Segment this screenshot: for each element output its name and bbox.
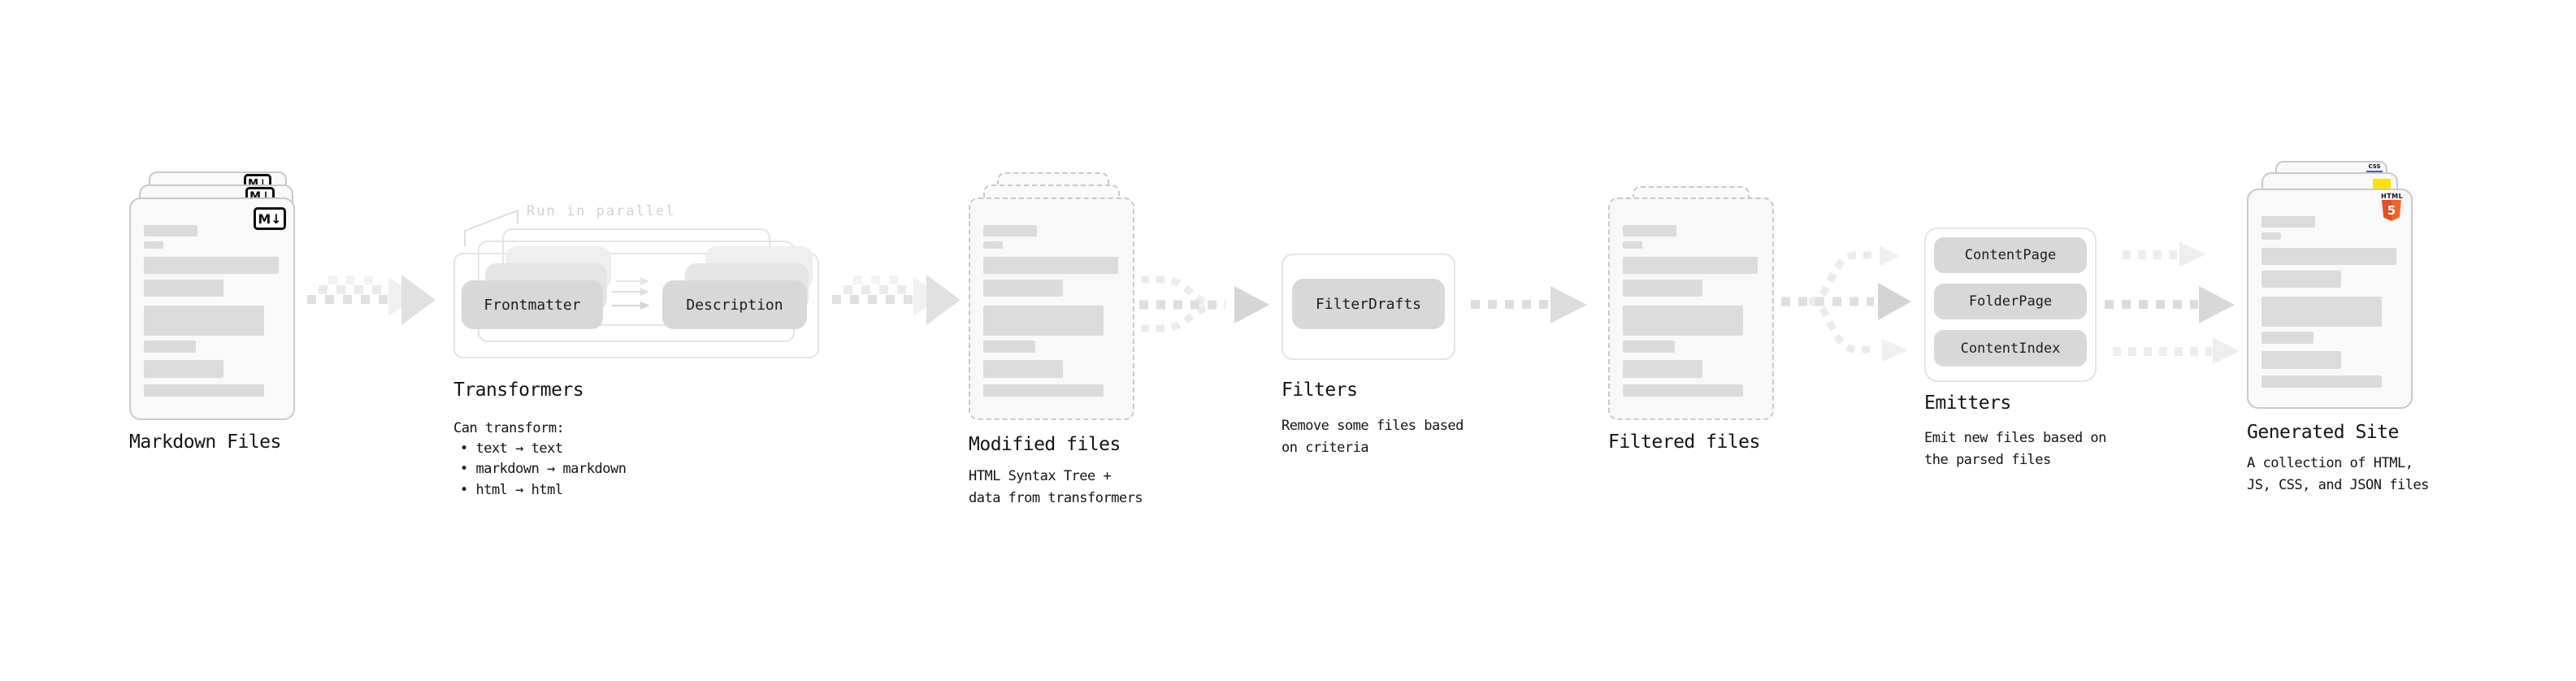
text-placeholder-bar [1623, 384, 1743, 397]
emitter-contentpage-pill: ContentPage [1934, 237, 2087, 273]
arrow-dash-row [2105, 300, 2198, 309]
html5-icon-label: HTML [2381, 193, 2404, 200]
text-placeholder-bar [1623, 225, 1676, 236]
text-placeholder-bar [2262, 332, 2314, 344]
arrow-dash-row [2113, 347, 2212, 356]
arrow-contentindex-to-site [2113, 338, 2241, 364]
arrow-dash-row [2123, 250, 2179, 259]
modified-files-heading: Modified files [969, 434, 1121, 455]
text-placeholder-bar [2262, 271, 2341, 288]
text-placeholder-bar [2262, 232, 2281, 240]
arrow-dash-row [328, 275, 380, 284]
text-placeholder-bar [144, 280, 223, 297]
filters-container [1281, 254, 1455, 360]
markdown-files-label: Markdown Files [129, 432, 281, 453]
text-placeholder-bar [1623, 360, 1702, 378]
arrow-head [2213, 338, 2240, 364]
filtered-file-card [1608, 197, 1774, 420]
arrow-folderpage-to-site [2105, 286, 2236, 323]
markdown-file-card [129, 197, 295, 420]
text-placeholder-bar [2262, 297, 2382, 327]
arrow-dash-row [843, 285, 928, 294]
filters-description-line: on criteria [1281, 440, 1369, 456]
generated-site-description-line: JS, CSS, and JSON files [2247, 477, 2429, 493]
arrow-head [401, 275, 436, 325]
js-icon [2373, 179, 2391, 189]
arrow-head [926, 275, 961, 325]
filters-heading: Filters [1281, 380, 1358, 401]
transformer-description-pill: Description [662, 280, 807, 329]
emitters-description-line: the parsed files [1924, 452, 2051, 468]
text-placeholder-bar [1623, 257, 1758, 274]
html5-icon: HTML 5 [2381, 193, 2404, 221]
text-placeholder-bar [144, 257, 279, 274]
arrow-dash-row [307, 295, 398, 304]
filters-description-line: Remove some files based [1281, 418, 1464, 434]
emitters-container [1924, 228, 2097, 382]
text-placeholder-bar [983, 257, 1118, 274]
text-placeholder-bar [983, 360, 1063, 378]
text-placeholder-bar [144, 306, 264, 336]
text-placeholder-bar [2262, 248, 2396, 265]
text-placeholder-bar [1623, 340, 1675, 353]
emitter-contentindex-pill: ContentIndex [1934, 330, 2087, 367]
text-placeholder-bar [983, 280, 1063, 297]
transformers-heading: Transformers [453, 380, 584, 401]
arrow-dash-row [319, 285, 403, 294]
emitters-description-line: Emit new files based on [1924, 430, 2106, 446]
arrow-dash-row [1471, 300, 1552, 309]
text-placeholder-bar [1623, 306, 1743, 336]
arrow-dash-row [853, 275, 905, 284]
html5-icon-number: 5 [2387, 203, 2396, 218]
text-placeholder-bar [983, 384, 1104, 397]
emitter-folderpage-pill: FolderPage [1934, 284, 2087, 319]
text-placeholder-bar [1623, 280, 1702, 297]
filter-drafts-pill: FilterDrafts [1292, 279, 1445, 329]
text-placeholder-bar [983, 241, 1003, 249]
transformer-frontmatter-pill: Frontmatter [462, 280, 603, 329]
html5-icon-shield: 5 [2382, 200, 2401, 221]
arrow-dash-row [832, 295, 923, 304]
text-placeholder-bar [2262, 375, 2382, 388]
transformers-bullet: • html → html [460, 482, 563, 498]
text-placeholder-bar [2262, 351, 2341, 369]
text-placeholder-bar [144, 384, 264, 397]
transformers-description: Can transform: [453, 420, 565, 436]
emitters-heading: Emitters [1924, 393, 2011, 414]
text-placeholder-bar [1623, 241, 1642, 249]
markdown-icon: M↓ [254, 207, 286, 230]
generated-site-card [2247, 189, 2413, 409]
arrow-filtered-to-emitters [1781, 245, 1911, 362]
modified-file-card [969, 197, 1134, 420]
arrow-modified-to-filters [1139, 275, 1269, 332]
generated-site-heading: Generated Site [2247, 422, 2399, 443]
text-placeholder-bar [144, 241, 163, 249]
transformers-bullet: • markdown → markdown [460, 461, 627, 477]
arrow-head [2199, 286, 2235, 323]
text-placeholder-bar [983, 225, 1037, 236]
modified-files-description-line: HTML Syntax Tree + [969, 468, 1112, 484]
run-in-parallel-annotation: Run in parallel [527, 203, 676, 219]
modified-files-description-line: data from transformers [969, 490, 1143, 506]
text-placeholder-bar [144, 340, 196, 353]
text-placeholder-bar [144, 225, 197, 236]
filtered-files-heading: Filtered files [1608, 432, 1760, 453]
css-icon-label: CSS [2368, 163, 2381, 170]
text-placeholder-bar [2262, 216, 2315, 228]
generated-site-description-line: A collection of HTML, [2247, 455, 2413, 471]
arrow-contentpage-to-site [2123, 242, 2212, 267]
text-placeholder-bar [983, 340, 1035, 353]
arrow-markdown-to-transformers [307, 268, 437, 325]
transformers-bullet: • text → text [460, 440, 563, 457]
arrow-head [2179, 242, 2206, 267]
arrow-head [1550, 286, 1587, 323]
text-placeholder-bar [983, 306, 1104, 336]
transformers-layer-front [453, 253, 819, 358]
text-placeholder-bar [144, 360, 223, 378]
arrow-transformers-to-modified [832, 268, 962, 325]
